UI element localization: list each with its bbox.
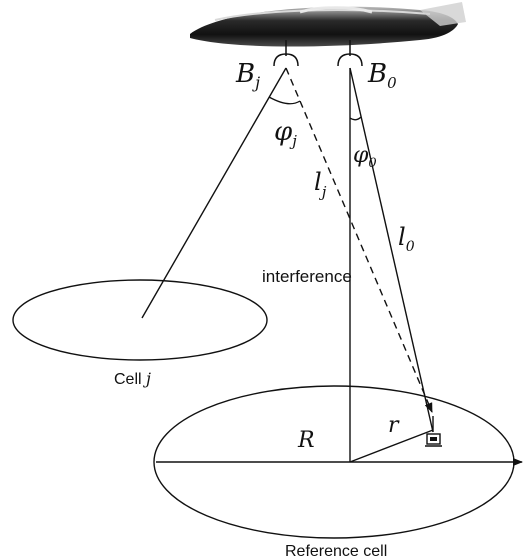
label-bj: Bj <box>235 59 260 92</box>
label-b0: B0 <box>367 59 397 92</box>
label-phi-j: φj <box>274 117 297 150</box>
label-interference: interference <box>262 267 352 286</box>
label-phi-0: φ0 <box>353 143 377 171</box>
cell-j-ellipse <box>12 279 268 361</box>
label-R: R <box>297 428 315 453</box>
angle-arc-phi-0 <box>349 116 362 121</box>
signal-path-l0 <box>349 67 434 433</box>
angle-arc-phi-j <box>268 96 301 105</box>
label-l0: l0 <box>398 223 415 255</box>
antenna-b0-icon <box>337 40 363 67</box>
airship-icon <box>190 2 466 47</box>
beam-to-cell-j <box>141 67 287 319</box>
label-lj: lj <box>314 168 327 201</box>
interference-path-lj <box>285 67 433 413</box>
antenna-bj-icon <box>273 40 299 67</box>
radius-r-line <box>349 429 434 463</box>
label-reference-cell: Reference cell <box>285 543 387 560</box>
label-cell-j: Cell j <box>114 369 151 388</box>
user-terminal-icon <box>425 416 442 447</box>
label-r: r <box>388 413 400 438</box>
